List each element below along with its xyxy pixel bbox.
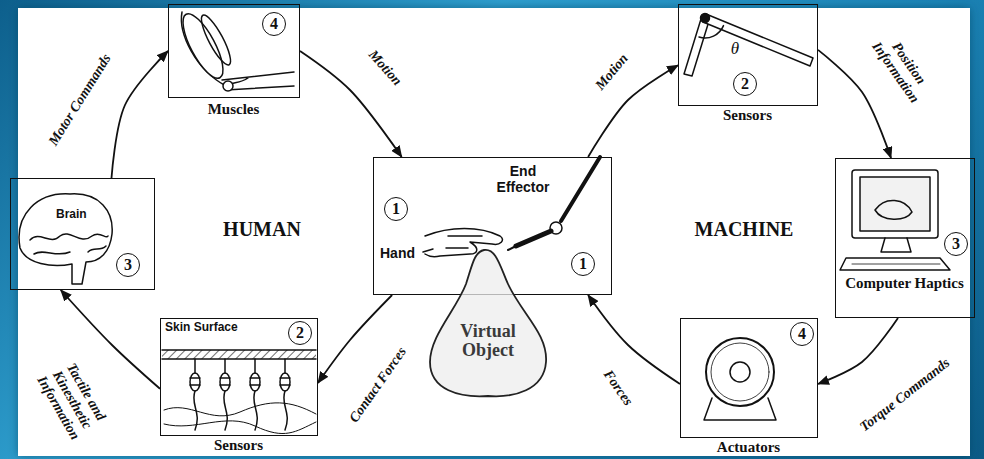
end-effector-figure xyxy=(508,157,600,250)
box-text: Skin Surface xyxy=(165,320,238,334)
edge-label: Forces xyxy=(600,367,636,409)
callout-number: 3 xyxy=(116,253,140,277)
callout-number: 2 xyxy=(288,321,312,345)
callout-number: 4 xyxy=(790,322,814,346)
flow-arrow xyxy=(588,65,678,157)
flow-arrow xyxy=(318,295,392,383)
joint-linkage xyxy=(684,14,813,77)
box-text: Virtual Object xyxy=(434,322,542,360)
edge-label: Torque Commands xyxy=(857,355,953,435)
box-heading: Actuators xyxy=(681,439,816,456)
computer-box: Computer Haptics xyxy=(835,158,975,318)
box-text: Hand xyxy=(380,245,415,261)
brain-box: Brain xyxy=(10,178,155,290)
box-heading: Muscles xyxy=(169,101,298,118)
flow-arrow xyxy=(588,295,680,384)
loop-title: HUMAN xyxy=(223,218,301,241)
callout-number: 1 xyxy=(571,252,595,276)
angle-symbol: θ xyxy=(731,40,739,58)
blob-outline xyxy=(426,244,550,402)
edge-label: Contact Forces xyxy=(346,344,410,425)
box-text: End Effector xyxy=(490,163,556,195)
position-sensor-box: Sensors xyxy=(678,4,818,106)
flow-arrow xyxy=(112,51,169,178)
loop-title: MACHINE xyxy=(695,218,794,241)
box-text: Computer Haptics xyxy=(840,275,969,292)
muscle-figure xyxy=(176,9,294,91)
virtual-object-outline xyxy=(430,250,546,396)
flow-arrow xyxy=(818,50,891,158)
actuator-box: Actuators xyxy=(680,318,818,438)
brain-figure xyxy=(19,194,112,284)
box-heading: Sensors xyxy=(161,437,316,454)
muscles-box: Muscles xyxy=(168,4,300,98)
box-heading: Sensors xyxy=(679,107,816,124)
edge-label: Motor Commands xyxy=(45,51,114,148)
computer-figure xyxy=(840,170,950,270)
hand-figure xyxy=(423,229,502,257)
interaction-box: End EffectorHandVirtual Object xyxy=(373,157,612,295)
edge-label: Motion xyxy=(592,51,631,93)
flow-arrow xyxy=(818,318,898,384)
callout-number: 1 xyxy=(384,197,408,221)
callout-number: 3 xyxy=(944,232,968,256)
flow-arrow xyxy=(300,51,402,157)
skin-receptors xyxy=(162,350,316,434)
edge-label: Position Information xyxy=(865,25,938,111)
callout-number: 2 xyxy=(733,72,757,96)
box-text: Brain xyxy=(56,207,87,221)
callout-number: 4 xyxy=(262,12,286,36)
virtual-object: Virtual Object xyxy=(426,244,550,402)
flow-arrow xyxy=(61,290,160,389)
edge-label: Tactile and Kinesthetic Information xyxy=(28,348,116,452)
edge-label: Motion xyxy=(365,47,405,89)
motor-figure xyxy=(704,338,776,420)
skin-sensor-box: Skin SurfaceSensors xyxy=(160,318,318,436)
panel xyxy=(18,8,970,456)
